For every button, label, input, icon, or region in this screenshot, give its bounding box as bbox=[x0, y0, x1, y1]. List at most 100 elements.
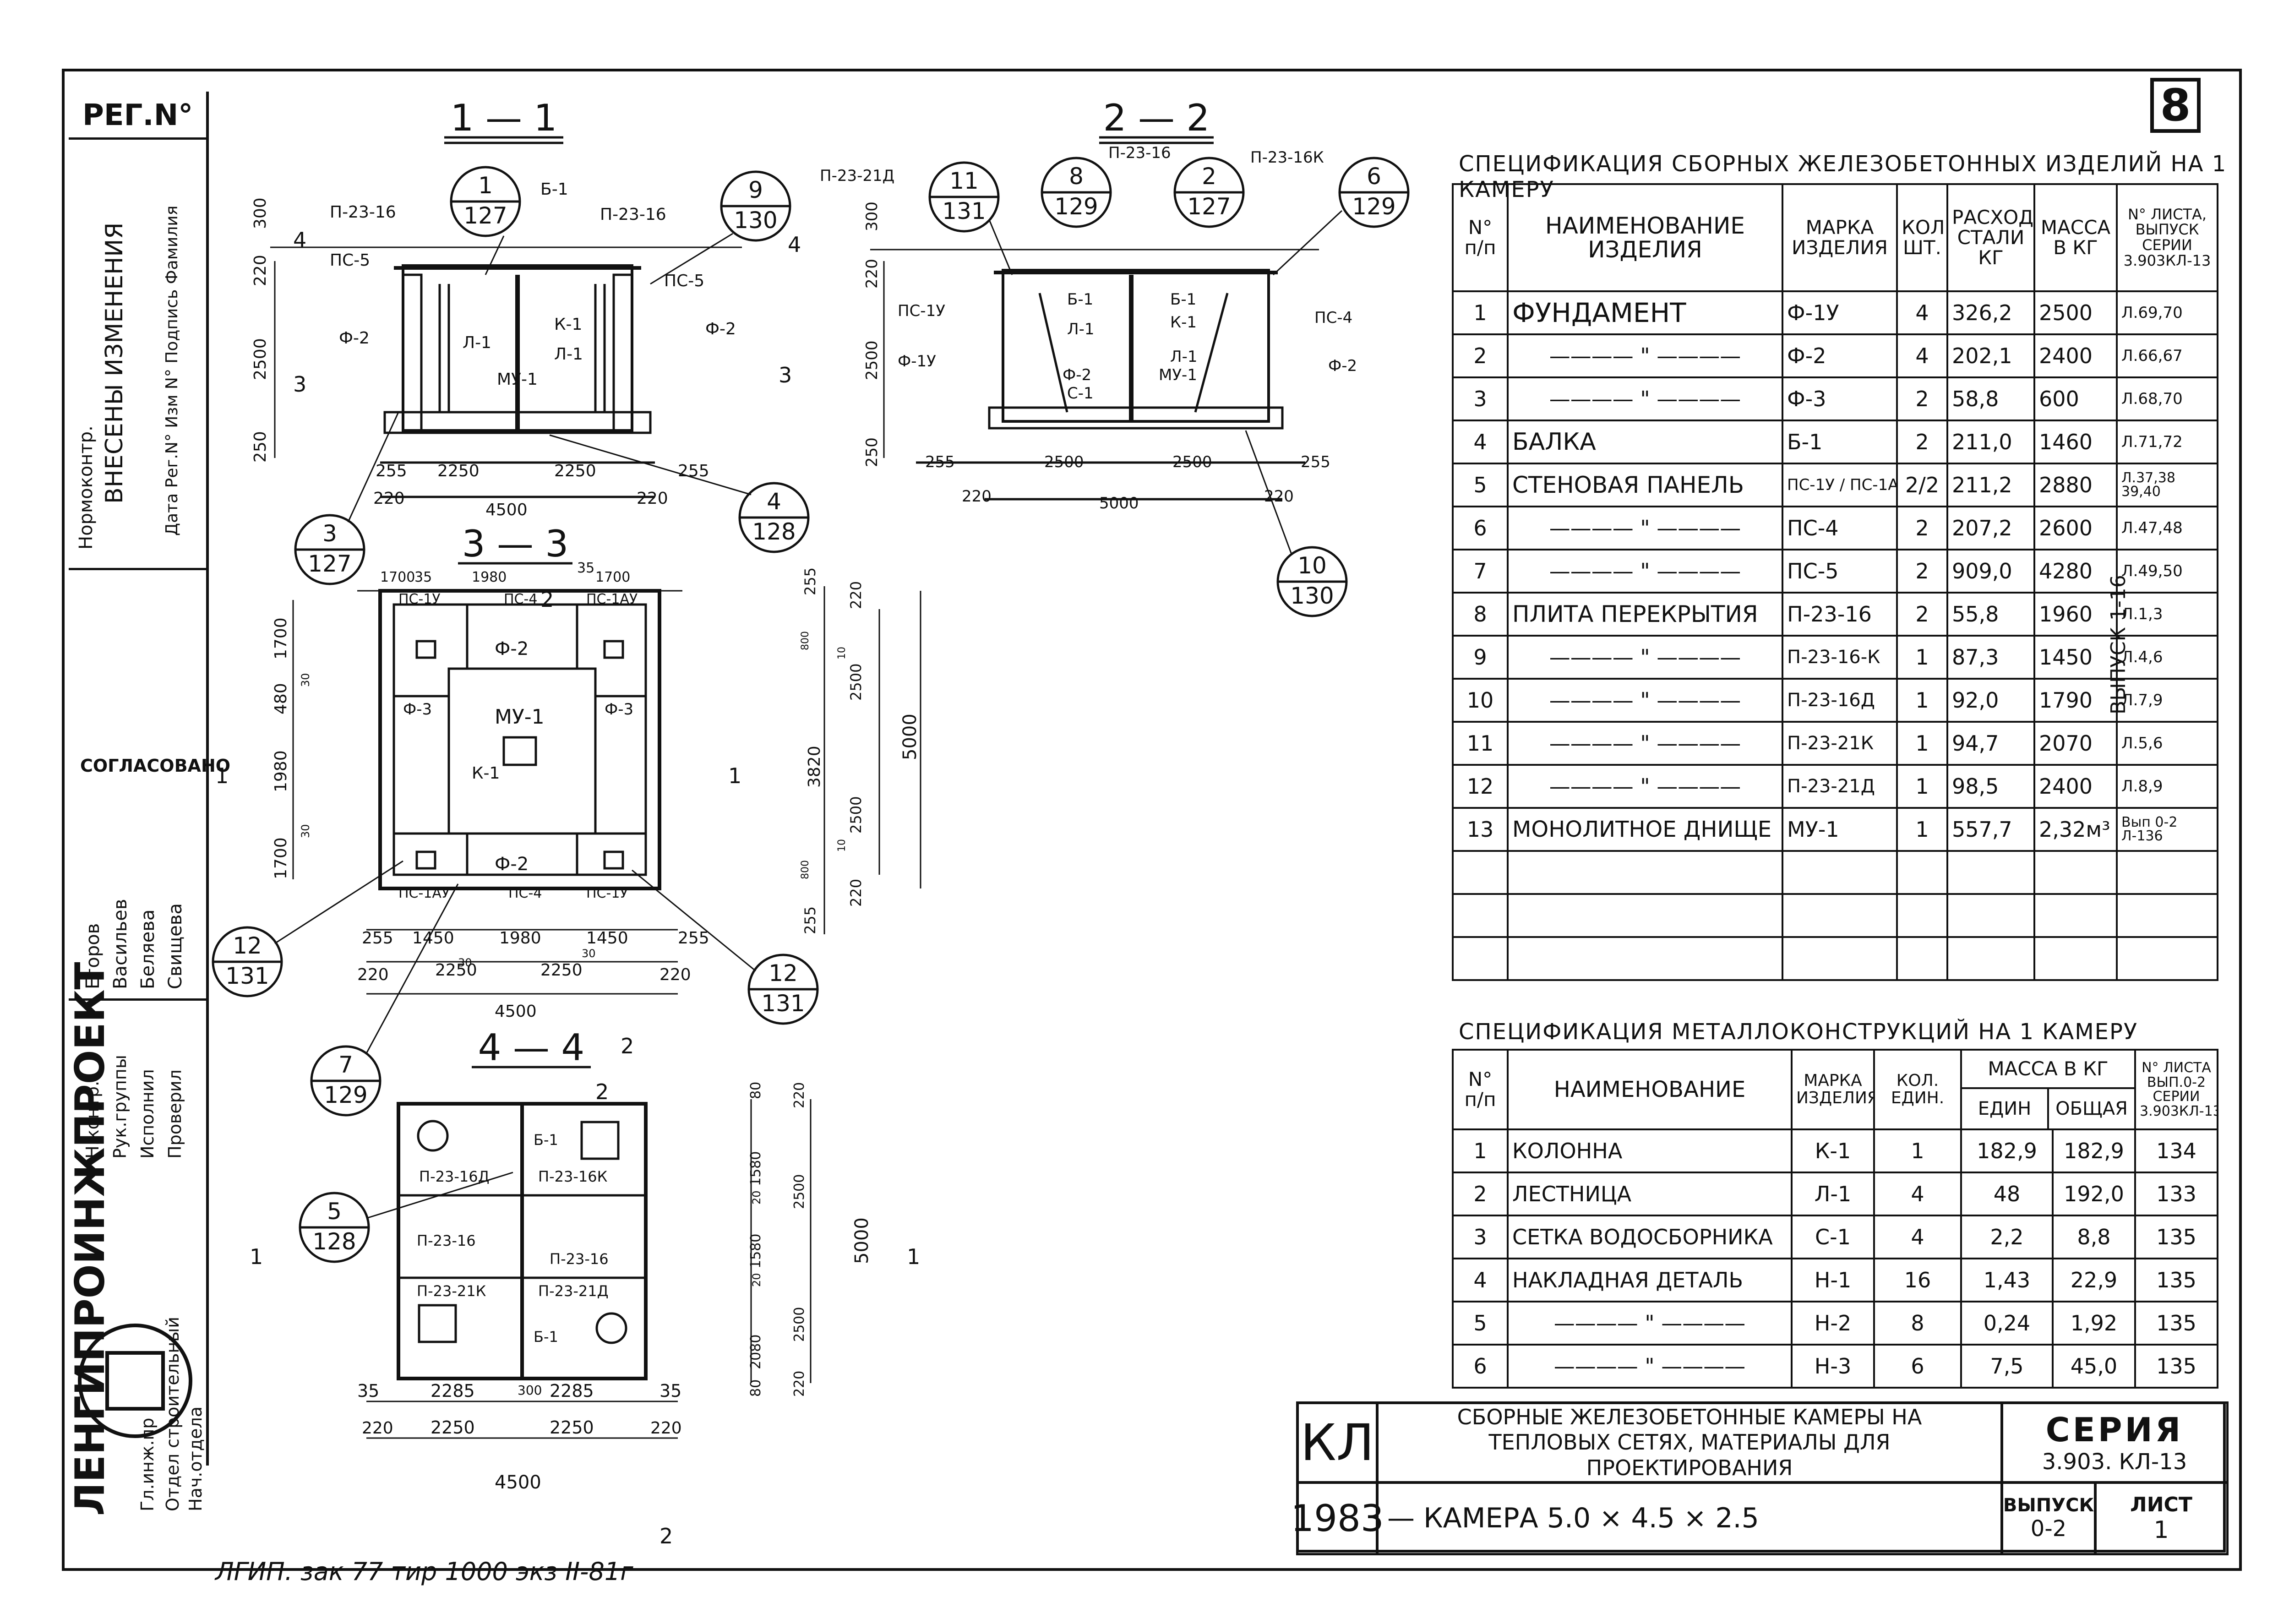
cell bbox=[1782, 893, 1898, 938]
s33-r800b: 800 bbox=[800, 860, 811, 879]
cell: ———— " ———— bbox=[1507, 549, 1783, 594]
footer-print-note: ЛГИП. зак 77 тир 1000 экз II-81г bbox=[215, 1557, 633, 1586]
s44-r1580b: 1580 bbox=[748, 1234, 764, 1269]
s11-d220: 220 bbox=[251, 255, 270, 286]
cut-mark-2-s44-top: 2 bbox=[595, 1079, 609, 1104]
cell: 6 bbox=[1452, 506, 1509, 550]
cell: 2 bbox=[1452, 333, 1509, 378]
s22-ps1u: ПС-1У bbox=[898, 302, 945, 320]
spec2-h-total: ОБЩАЯ bbox=[2055, 1098, 2128, 1119]
s11-f2b: Ф-2 bbox=[705, 320, 736, 338]
s22-b1a: Б-1 bbox=[1067, 290, 1093, 309]
spec2-title: СПЕЦИФИКАЦИЯ МЕТАЛЛОКОНСТРУКЦИЙ НА 1 КАМ… bbox=[1459, 1019, 2138, 1045]
agreed-label: СОГЛАСОВАНО bbox=[80, 756, 231, 776]
cell: 11 bbox=[1452, 721, 1509, 766]
cell: 8 bbox=[1873, 1301, 1962, 1346]
callout-1-top: 1 bbox=[478, 172, 493, 199]
s33-ps4a: ПС-4 bbox=[504, 591, 537, 607]
cell: 2 bbox=[1896, 506, 1948, 550]
callout-2-top: 9 bbox=[748, 177, 763, 203]
title-block: КЛ 1983 СБОРНЫЕ ЖЕЛЕЗОБЕТОННЫЕ КАМЕРЫ НА… bbox=[1291, 1401, 2229, 1555]
s33-ps1aub: ПС-1АУ bbox=[398, 885, 450, 901]
table-row bbox=[1452, 850, 2218, 895]
cell: П-23-21Д bbox=[1782, 764, 1898, 809]
s11-ps5b: ПС-5 bbox=[664, 272, 704, 290]
cell: 202,1 bbox=[1946, 333, 2035, 378]
s33-r220b: 220 bbox=[847, 879, 865, 907]
cell: Л.66,67 bbox=[2116, 333, 2218, 378]
cell: 7 bbox=[1452, 549, 1509, 594]
cell bbox=[1896, 850, 1948, 895]
s22-d2500: 2500 bbox=[863, 340, 881, 380]
cell bbox=[1507, 893, 1783, 938]
cell: Н-1 bbox=[1791, 1258, 1875, 1302]
callout-13-bot: 128 bbox=[312, 1228, 356, 1255]
cell: Н-3 bbox=[1791, 1344, 1875, 1389]
s11-w255b: 255 bbox=[678, 462, 709, 480]
s11-p1: П-23-16 bbox=[330, 203, 396, 222]
cell: ПС-5 bbox=[1782, 549, 1898, 594]
spec2-h-sheet: N° ЛИСТА ВЫП.0-2 СЕРИИ 3.903КЛ-13 bbox=[2134, 1049, 2218, 1130]
cell: 135 bbox=[2134, 1301, 2218, 1346]
s33-r255b: 255 bbox=[801, 906, 819, 934]
s44-p16k: П-23-16К bbox=[538, 1168, 608, 1185]
cell: Л.69,70 bbox=[2116, 290, 2218, 335]
cell: 12 bbox=[1452, 764, 1509, 809]
s33-b220b: 220 bbox=[659, 965, 691, 984]
cell: 1 bbox=[1873, 1128, 1962, 1173]
s11-k1: К-1 bbox=[554, 315, 582, 334]
cell: 4 bbox=[1452, 420, 1509, 464]
cell: 98,5 bbox=[1946, 764, 2035, 809]
cell: 2 bbox=[1452, 1172, 1509, 1216]
cell: ЛЕСТНИЦА bbox=[1507, 1172, 1793, 1216]
s22-w255a: 255 bbox=[925, 453, 955, 471]
s33-mu1: МУ-1 bbox=[495, 705, 545, 729]
cell: ———— " ———— bbox=[1507, 333, 1783, 378]
cell: 192,0 bbox=[2052, 1172, 2136, 1216]
s44-b2250b: 2250 bbox=[550, 1417, 594, 1438]
cell: 1 bbox=[1896, 635, 1948, 680]
cell: 1960 bbox=[2033, 592, 2118, 637]
cell: К-1 bbox=[1791, 1128, 1875, 1173]
s44-r20a: 20 bbox=[750, 1190, 763, 1204]
s22-w220b: 220 bbox=[1264, 487, 1294, 506]
s44-b4500: 4500 bbox=[495, 1472, 541, 1493]
cell: Ф-3 bbox=[1782, 376, 1898, 421]
s22-l1a: Л-1 bbox=[1067, 320, 1094, 338]
cell: 9 bbox=[1452, 635, 1509, 680]
cell: 135 bbox=[2134, 1258, 2218, 1302]
s33-r220a: 220 bbox=[847, 581, 865, 609]
sheet-frame bbox=[62, 69, 2242, 1571]
callout-5-top: 11 bbox=[949, 168, 979, 194]
cell: ———— " ———— bbox=[1507, 721, 1783, 766]
s44-r220b: 220 bbox=[791, 1371, 807, 1397]
s33-b1450a: 1450 bbox=[412, 929, 454, 948]
s11-d300: 300 bbox=[251, 197, 270, 229]
s22-p21d: П-23-21Д bbox=[820, 167, 894, 185]
company-logo bbox=[78, 1324, 192, 1438]
s22-w255b: 255 bbox=[1301, 453, 1330, 471]
s33-l1700a: 1700 bbox=[272, 617, 290, 659]
cell bbox=[1946, 850, 2035, 895]
cell: 557,7 bbox=[1946, 807, 2035, 852]
cell: 2,2 bbox=[1960, 1215, 2054, 1259]
series-label: СЕРИЯ bbox=[2045, 1411, 2184, 1449]
s33-r2500b: 2500 bbox=[847, 796, 865, 834]
cell: 2 bbox=[1896, 549, 1948, 594]
s22-w5000: 5000 bbox=[1099, 494, 1139, 512]
cell: 45,0 bbox=[2052, 1344, 2136, 1389]
cell: 6 bbox=[1873, 1344, 1962, 1389]
cut-mark-2-s44-bottom: 2 bbox=[659, 1524, 673, 1548]
cell: 5 bbox=[1452, 1301, 1509, 1346]
spec2-h-mark: МАРКА ИЗДЕЛИЯ bbox=[1791, 1049, 1875, 1130]
cell: 2400 bbox=[2033, 764, 2118, 809]
cell: МУ-1 bbox=[1782, 807, 1898, 852]
s33-t1980: 1980 bbox=[472, 569, 507, 585]
table-row bbox=[1452, 893, 2218, 938]
cell: 4280 bbox=[2033, 549, 2118, 594]
